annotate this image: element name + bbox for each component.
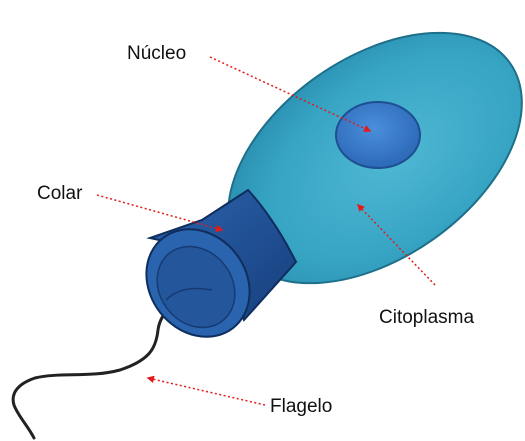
citoplasma-label: Citoplasma <box>379 308 474 327</box>
flagelo-label: Flagelo <box>270 397 332 416</box>
colar-label: Colar <box>37 184 82 203</box>
nucleo-label: Núcleo <box>127 44 186 63</box>
flagelo-pointer <box>148 378 265 405</box>
nucleus <box>336 102 420 168</box>
